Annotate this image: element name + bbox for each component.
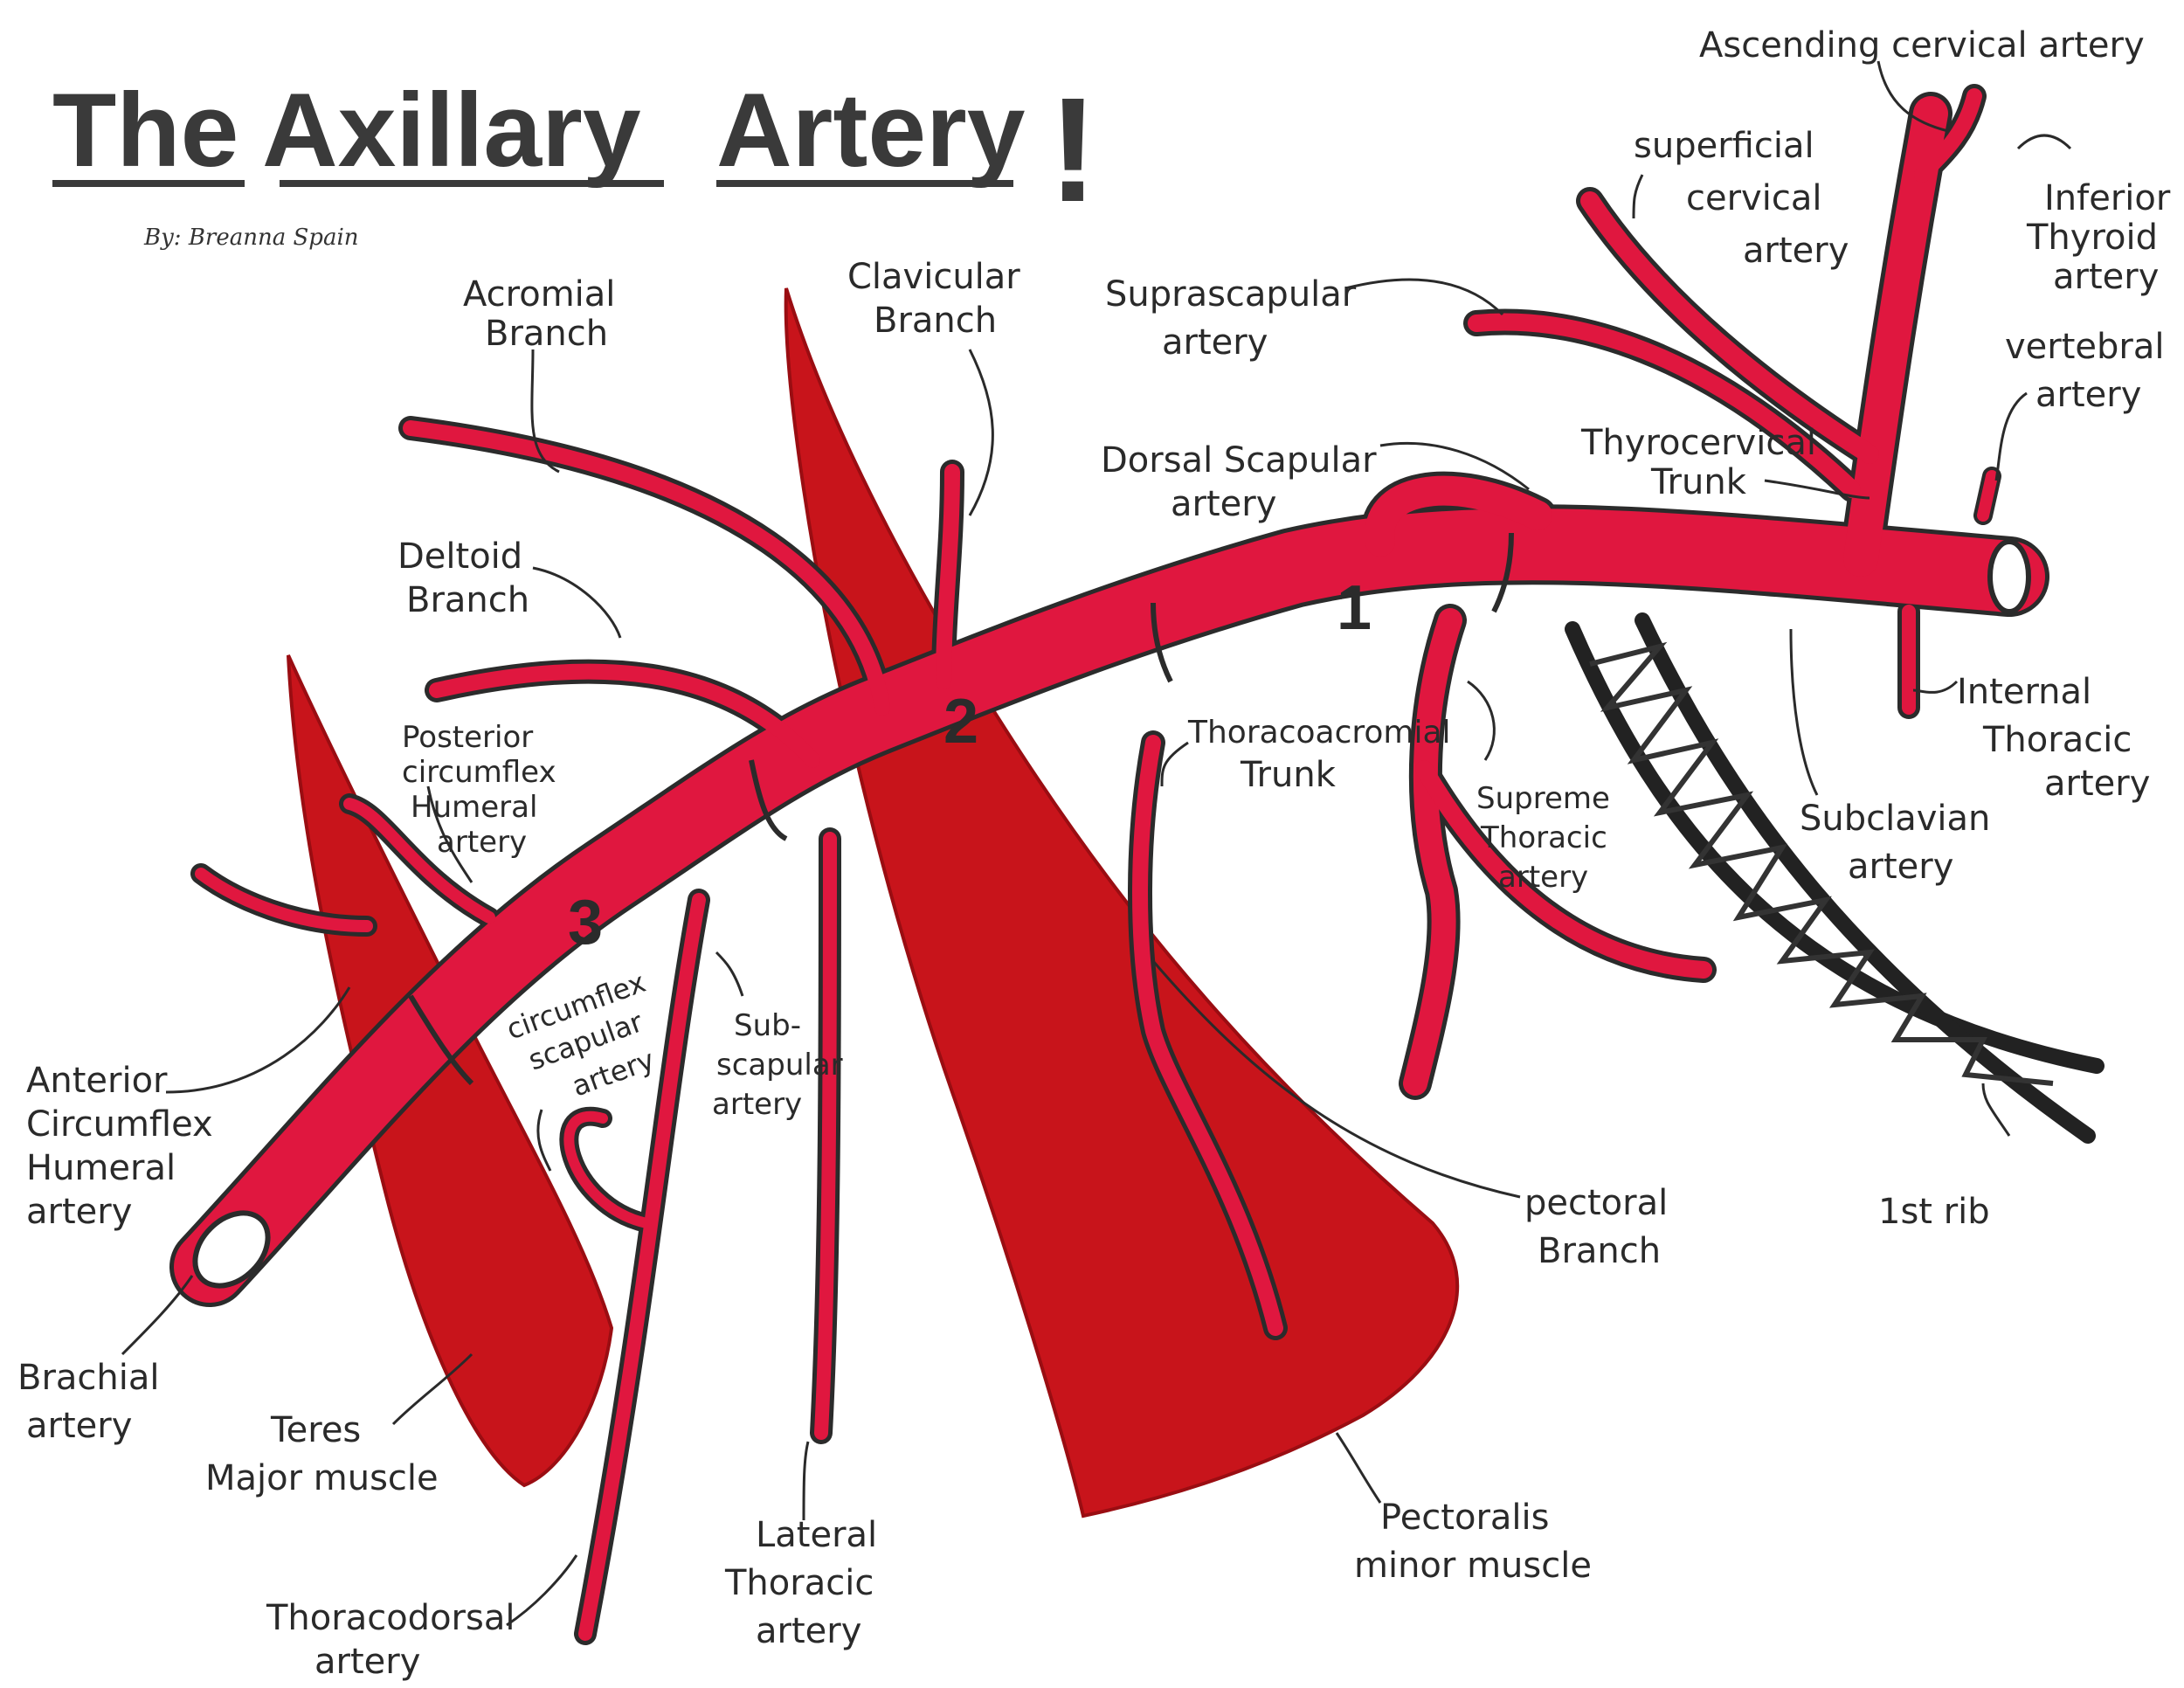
label-internal-thoracic-1: Internal xyxy=(1957,672,2091,712)
label-pectoralis-minor-1: Pectoralis xyxy=(1380,1498,1549,1538)
label-thoracoacromial-1: Thoracoacromial xyxy=(1187,715,1451,751)
subclavian-artery-end xyxy=(1987,539,2031,614)
circumflex-scapular-vessel xyxy=(563,1110,652,1228)
label-subscapular-1: Sub- xyxy=(734,1008,801,1043)
first-rib xyxy=(1565,612,2105,1144)
dorsal-scapular-artery xyxy=(1365,475,1552,557)
label-thyrocervical-2: Trunk xyxy=(1650,462,1747,502)
label-teres-2: Major muscle xyxy=(205,1458,439,1498)
title-block: The Axillary Artery ! By: Breanna Spain xyxy=(52,67,1098,251)
title-word-the: The xyxy=(52,72,238,189)
label-thoracodorsal-1: Thoracodorsal xyxy=(266,1598,515,1638)
label-superficial-cervical-3: artery xyxy=(1743,231,1849,271)
byline: By: Breanna Spain xyxy=(143,225,359,251)
label-posterior-circumflex-3: Humeral xyxy=(411,790,537,825)
acromial-branch-vessel xyxy=(403,420,890,716)
posterior-circumflex-vessel xyxy=(343,798,495,924)
artery-fills xyxy=(174,88,2045,1641)
label-suprascapular-1: Suprascapular xyxy=(1105,274,1357,315)
label-internal-thoracic-3: artery xyxy=(2044,764,2150,804)
leader-lines xyxy=(121,60,2072,1627)
part-number-3: 3 xyxy=(568,888,603,958)
label-pectoral-1: pectoral xyxy=(1524,1183,1668,1223)
label-suprascapular-2: artery xyxy=(1162,322,1268,363)
label-posterior-circumflex-4: artery xyxy=(437,825,527,860)
label-dorsal-scapular-2: artery xyxy=(1171,484,1276,524)
label-anterior-circumflex-3: Humeral xyxy=(26,1148,176,1188)
subscapular-vessel xyxy=(578,893,706,1641)
label-thyrocervical-1: Thyrocervical xyxy=(1580,423,1816,463)
thyrocervical-trunk xyxy=(1843,96,1948,577)
part-number-2: 2 xyxy=(943,687,978,757)
label-pectoral-2: Branch xyxy=(1538,1231,1661,1271)
label-inferior-thyroid-3: artery xyxy=(2053,257,2159,297)
label-subclavian-2: artery xyxy=(1848,847,1953,887)
title-word-artery: Artery xyxy=(716,72,1026,189)
label-teres-1: Teres xyxy=(270,1410,361,1450)
deltoid-branch-vessel xyxy=(429,663,820,768)
title-word-axillary: Axillary xyxy=(262,72,641,189)
label-deltoid-2: Branch xyxy=(406,580,529,620)
suprascapular-artery xyxy=(1468,313,1861,498)
superficial-cervical-artery xyxy=(1580,191,1879,464)
label-subclavian-1: Subclavian xyxy=(1800,799,1990,839)
brachial-artery-end xyxy=(192,1210,271,1289)
label-anterior-circumflex-2: Circumflex xyxy=(26,1104,213,1145)
label-deltoid-1: Deltoid xyxy=(397,536,522,577)
label-internal-thoracic-2: Thoracic xyxy=(1982,720,2132,760)
part-number-1: 1 xyxy=(1337,573,1372,643)
labels: Ascending cervical artery superficial ce… xyxy=(17,25,2171,1682)
vertebral-artery xyxy=(1977,470,1998,522)
label-brachial-2: artery xyxy=(26,1406,132,1446)
label-clavicular-2: Branch xyxy=(874,301,997,341)
supreme-thoracic-artery xyxy=(1403,608,1462,1096)
label-posterior-circumflex-2: circumflex xyxy=(402,755,556,790)
label-pectoralis-minor-2: minor muscle xyxy=(1354,1546,1592,1586)
label-anterior-circumflex-1: Anterior xyxy=(26,1061,168,1101)
part-dividers xyxy=(408,532,1514,1086)
label-subscapular-3: artery xyxy=(712,1087,802,1122)
label-supreme-thoracic-1: Supreme xyxy=(1476,781,1610,816)
label-supreme-thoracic-2: Thoracic xyxy=(1480,820,1607,855)
label-vertebral-1: vertebral xyxy=(2005,327,2164,367)
label-superficial-cervical-1: superficial xyxy=(1634,126,1814,166)
label-lateral-thoracic-1: Lateral xyxy=(756,1515,877,1555)
label-superficial-cervical-2: cervical xyxy=(1686,178,1821,218)
label-dorsal-scapular-1: Dorsal Scapular xyxy=(1101,440,1377,481)
label-vertebral-2: artery xyxy=(2035,375,2141,415)
teres-major-muscle xyxy=(287,654,614,1488)
label-posterior-circumflex-1: Posterior xyxy=(402,720,533,755)
label-lateral-thoracic-3: artery xyxy=(756,1611,861,1651)
label-inferior-thyroid-2: Thyroid xyxy=(2026,218,2158,258)
label-clavicular-1: Clavicular xyxy=(847,257,1020,297)
label-acromial-2: Branch xyxy=(485,314,608,354)
title-exclaim: ! xyxy=(1048,67,1098,233)
label-anterior-circumflex-4: artery xyxy=(26,1192,132,1232)
label-thoracodorsal-2: artery xyxy=(314,1642,420,1682)
pectoral-branch-vessel xyxy=(1132,735,1283,1336)
supreme-thoracic-branch xyxy=(1415,760,1712,979)
anterior-circumflex-vessel xyxy=(195,868,373,932)
clavicular-branch-vessel xyxy=(936,464,960,689)
label-supreme-thoracic-3: artery xyxy=(1498,860,1588,895)
label-first-rib: 1st rib xyxy=(1878,1192,1990,1232)
label-acromial-1: Acromial xyxy=(463,274,615,315)
lateral-thoracic-vessel xyxy=(814,832,837,1440)
ascending-cervical-artery xyxy=(1914,88,1982,183)
label-ascending-cervical: Ascending cervical artery xyxy=(1699,25,2145,66)
label-lateral-thoracic-2: Thoracic xyxy=(724,1563,874,1603)
axillary-artery-trunk xyxy=(174,508,2045,1303)
label-subscapular-2: scapular xyxy=(716,1048,843,1083)
label-thoracoacromial-2: Trunk xyxy=(1240,755,1337,795)
label-brachial-1: Brachial xyxy=(17,1358,159,1398)
label-inferior-thyroid-1: Inferior xyxy=(2044,178,2171,218)
